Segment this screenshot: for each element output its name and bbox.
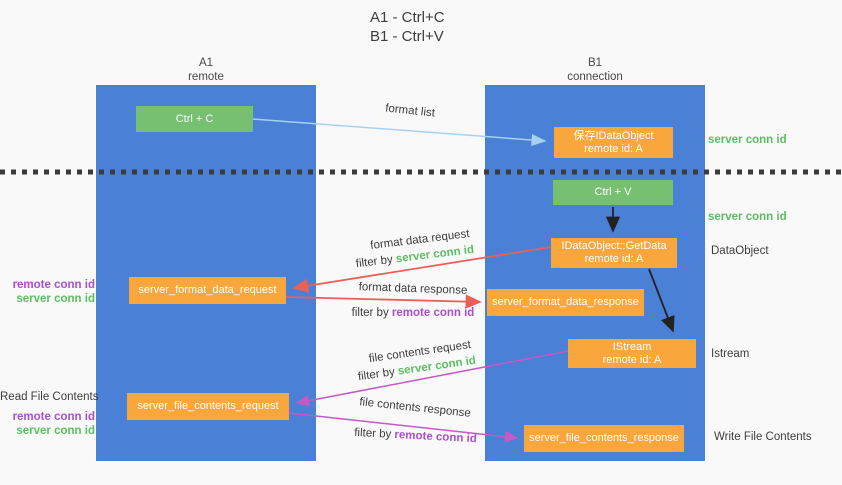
label-server-conn-id-left-1: server conn id — [16, 293, 95, 305]
node-server-file-contents-request-label: server_file_contents_request — [137, 400, 279, 412]
label-write-file-contents: Write File Contents — [714, 431, 812, 443]
node-save-idataobject-line1: 保存IDataObject — [573, 129, 654, 142]
lane-right-name: B1 — [587, 57, 603, 69]
node-server-file-contents-response-label: server_file_contents_response — [529, 432, 679, 444]
node-getdata-line1: IDataObject::GetData — [561, 240, 667, 252]
node-ctrl-c: Ctrl + C — [136, 106, 253, 132]
filter-by-text: filter by — [353, 426, 395, 441]
label-read-file-contents: Read File Contents — [0, 391, 99, 403]
node-ctrl-c-label: Ctrl + C — [175, 112, 214, 125]
lane-right-subtitle: connection — [567, 71, 623, 83]
node-save-idataobject-line2: remote id: A — [584, 142, 643, 155]
label-dataobject: DataObject — [711, 245, 769, 257]
label-istream: Istream — [711, 348, 750, 360]
node-idataobject-getdata: IDataObject::GetData remote id: A — [551, 238, 677, 268]
node-istream-line1: IStream — [612, 340, 652, 353]
node-istream: IStream remote id: A — [568, 339, 696, 368]
node-istream-line2: remote id: A — [602, 353, 662, 366]
diagram-title: A1 - Ctrl+C B1 - Ctrl+V — [370, 8, 445, 46]
label-remote-conn-id-left-2: remote conn id — [12, 411, 95, 423]
lane-left-subtitle: remote — [188, 71, 224, 83]
node-save-idataobject: 保存IDataObject remote id: A — [554, 127, 673, 158]
node-server-format-data-request: server_format_data_request — [129, 277, 286, 304]
lane-header-left: A1 remote — [96, 56, 316, 84]
arrow-file-contents-response — [288, 412, 519, 443]
lane-left-name: A1 — [198, 57, 214, 69]
label-server-conn-id-left-2: server conn id — [16, 425, 95, 437]
node-server-format-data-request-label: server_format_data_request — [138, 284, 277, 296]
title-line-1: A1 - Ctrl+C — [370, 9, 445, 26]
arrow-format-data-response — [285, 294, 482, 309]
node-ctrl-v-label: Ctrl + V — [594, 186, 632, 198]
arrow-format-list — [252, 118, 547, 146]
node-ctrl-v: Ctrl + V — [553, 180, 673, 205]
label-server-conn-id-top-right: server conn id — [708, 134, 787, 146]
node-server-file-contents-request: server_file_contents_request — [127, 393, 289, 420]
label-server-conn-id-mid-right: server conn id — [708, 211, 787, 223]
node-server-format-data-response-label: server_format_data_response — [492, 296, 639, 308]
arrow-file-contents-request — [295, 350, 569, 407]
remote-conn-id-text: remote conn id — [391, 307, 475, 319]
label-filter-remote-conn-id-1: filter by remote conn id — [338, 307, 488, 320]
arrow-format-data-request — [292, 246, 552, 293]
node-getdata-line2: remote id: A — [584, 253, 644, 265]
node-server-format-data-response: server_format_data_response — [487, 289, 644, 316]
filter-by-text: filter by — [351, 307, 392, 319]
arrow-getdata-to-istream — [648, 268, 675, 333]
label-remote-conn-id-left-1: remote conn id — [12, 279, 95, 291]
title-line-2: B1 - Ctrl+V — [370, 28, 444, 45]
lane-header-right: B1 connection — [485, 56, 705, 84]
node-server-file-contents-response: server_file_contents_response — [524, 425, 684, 452]
